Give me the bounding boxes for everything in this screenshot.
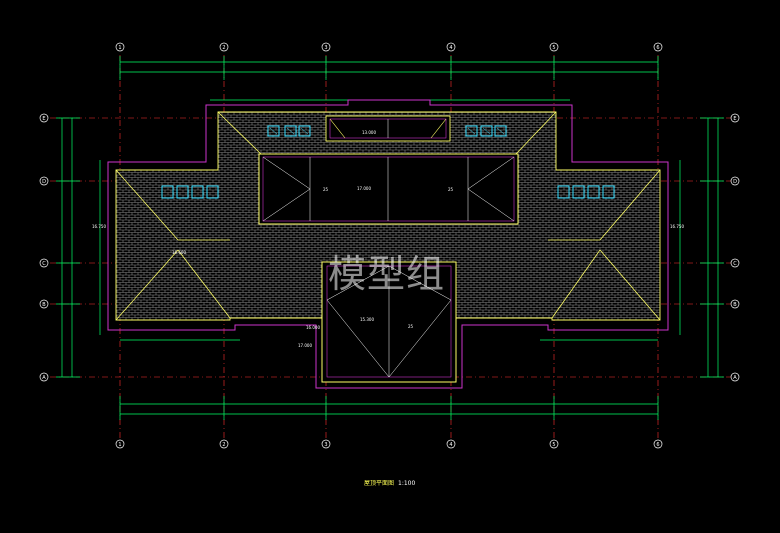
dimension-lines [56, 56, 724, 420]
elevation-label: 15.300 [360, 317, 374, 322]
building-outline [107, 99, 669, 389]
grid-row-label: D [733, 179, 737, 185]
watermark: 模型组 [328, 252, 446, 296]
slope-label: 25 [448, 187, 454, 192]
grid-row-label: A [733, 375, 737, 381]
grid-col-label: 4 [449, 442, 452, 448]
grid-col-label: 4 [449, 45, 452, 51]
elevation-label: 13.000 [362, 130, 376, 135]
grid-col-label: 6 [656, 442, 659, 448]
elevation-label: 17.000 [298, 343, 312, 348]
grid-col-label: 2 [222, 442, 225, 448]
grid-col-label: 5 [552, 45, 555, 51]
grid-row-label: E [42, 116, 45, 122]
grid-row-label: C [733, 261, 737, 267]
title-scale: 1:100 [398, 480, 416, 487]
grid-row-label: B [42, 302, 46, 308]
slope-label: 25 [408, 324, 414, 329]
elevation-label: 16.750 [92, 224, 106, 229]
hip-lines [115, 111, 661, 321]
grid-row-label: E [733, 116, 736, 122]
grid-col-label: 1 [118, 45, 121, 51]
grid-row-label: C [42, 261, 46, 267]
grid-col-label: 6 [656, 45, 659, 51]
elevation-label: 17.000 [357, 186, 371, 191]
elevation-label: 16.000 [306, 325, 320, 330]
elevation-label: 16.600 [172, 250, 186, 255]
grid-row-label: B [733, 302, 737, 308]
grid-col-label: 2 [222, 45, 225, 51]
grid-bubbles [39, 42, 740, 449]
middle-flat-roof [258, 153, 519, 225]
grid-col-label: 3 [324, 442, 327, 448]
title-text: 屋顶平面图 [364, 480, 395, 487]
grid-row-label: D [42, 179, 46, 185]
grid-col-label: 5 [552, 442, 555, 448]
grid-col-label: 3 [324, 45, 327, 51]
skylights [161, 125, 615, 199]
elevation-label: 16.750 [670, 224, 684, 229]
slope-label: 25 [323, 187, 329, 192]
grid-col-label: 1 [118, 442, 121, 448]
grid-row-label: A [42, 375, 46, 381]
